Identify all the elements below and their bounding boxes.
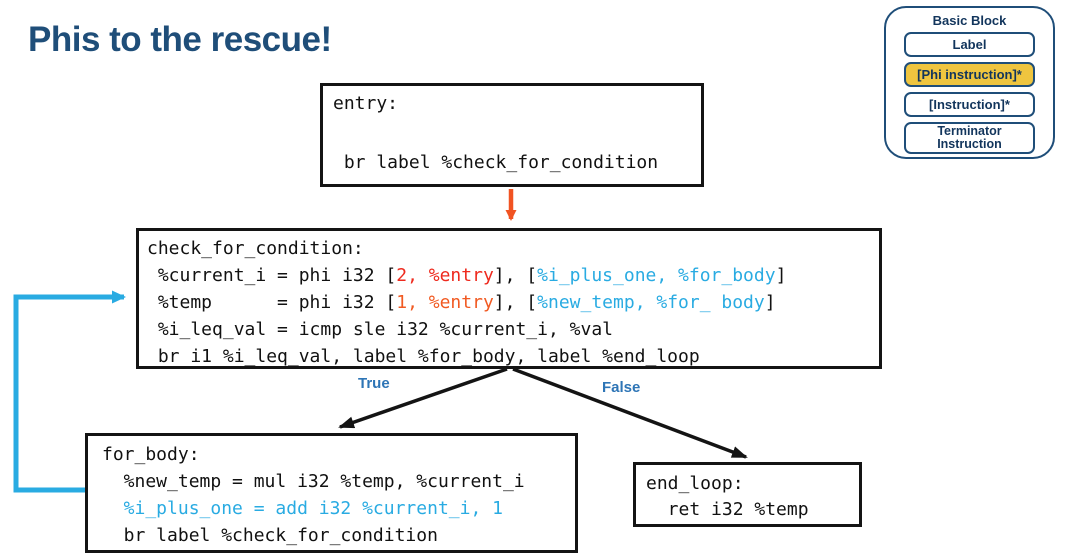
code-line: %new_temp = mul i32 %temp, %current_i (102, 471, 525, 492)
code-line: entry: (333, 93, 399, 114)
legend-basic-block: Basic Block Label [Phi instruction]* [In… (884, 6, 1055, 159)
block-for-body: for_body: %new_temp = mul i32 %temp, %cu… (85, 433, 578, 553)
block-end-loop: end_loop: ret i32 %temp (633, 462, 862, 527)
code-line: end_loop: (646, 473, 744, 494)
legend-item-terminator-instruction: Terminator Instruction (904, 122, 1035, 154)
code-line: %i_leq_val = icmp sle i32 %current_i, %v… (147, 319, 613, 340)
code-line: ret i32 %temp (646, 499, 809, 520)
legend-title: Basic Block (932, 13, 1007, 28)
slide-title: Phis to the rescue! (28, 20, 332, 59)
code-line: %temp = phi i32 [1, %entry], [%new_temp,… (147, 292, 776, 313)
code-line: br i1 %i_leq_val, label %for_body, label… (147, 346, 700, 367)
block-check-for-condition: check_for_condition: %current_i = phi i3… (136, 228, 882, 369)
code-line: %i_plus_one = add i32 %current_i, 1 (102, 498, 503, 519)
code-line: for_body: (102, 444, 200, 465)
code-line: br label %check_for_condition (333, 152, 659, 173)
code-line: br label %check_for_condition (102, 525, 438, 546)
code-line: check_for_condition: (147, 238, 364, 259)
legend-item-label: Label (904, 32, 1035, 57)
true-branch-arrow (338, 367, 508, 429)
legend-items: Label [Phi instruction]* [Instruction]* … (886, 32, 1053, 154)
loop-back-arrow (13, 290, 126, 493)
false-branch-arrow (512, 367, 748, 459)
block-entry: entry: br label %check_for_condition (320, 83, 704, 187)
edge-label-true: True (358, 375, 390, 392)
legend-item-instruction: [Instruction]* (904, 92, 1035, 117)
code-line: %current_i = phi i32 [2, %entry], [%i_pl… (147, 265, 787, 286)
legend-item-phi-instruction: [Phi instruction]* (904, 62, 1035, 87)
edge-label-false: False (602, 379, 641, 396)
